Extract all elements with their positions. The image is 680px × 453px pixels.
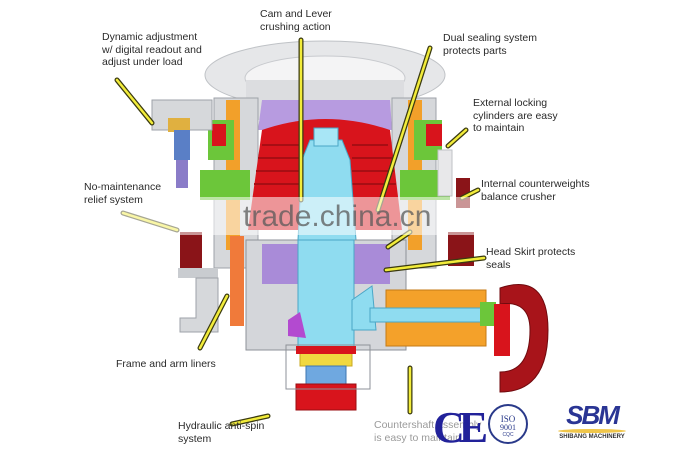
label-external-locking: External locking cylinders are easy to m… <box>473 97 558 134</box>
ce-mark-logo: CE <box>433 403 488 452</box>
label-countershaft: Countershaft assembly is easy to maintai… <box>374 419 482 444</box>
sbm-logo: SBM SHIBANG MACHINERY <box>552 400 632 446</box>
label-dynamic-adjustment: Dynamic adjustment w/ digital readout an… <box>102 31 202 68</box>
label-head-skirt: Head Skirt protects seals <box>486 246 576 271</box>
label-no-maintenance: No-maintenance relief system <box>84 181 162 206</box>
label-dual-sealing: Dual sealing system protects parts <box>443 32 537 57</box>
label-internal-counterweights: Internal counterweights balance crusher <box>481 178 590 203</box>
iso-line3: CQC <box>502 432 514 438</box>
watermark-text: trade.china.cn <box>243 200 432 233</box>
sbm-swoosh <box>558 429 626 433</box>
sbm-subtitle: SHIBANG MACHINERY <box>559 434 625 440</box>
watermark-band <box>0 197 680 235</box>
label-hydraulic-anti-spin: Hydraulic anti-spin system <box>178 420 265 445</box>
label-frame-arm-liners: Frame and arm liners <box>116 358 216 370</box>
sbm-name: SBM <box>566 400 620 430</box>
iso-line1: ISO <box>500 414 516 424</box>
label-cam-lever: Cam and Lever crushing action <box>260 8 332 33</box>
iso-9001-logo: ISO 9001 CQC <box>488 404 528 444</box>
iso-line2: 9001 <box>500 423 516 432</box>
